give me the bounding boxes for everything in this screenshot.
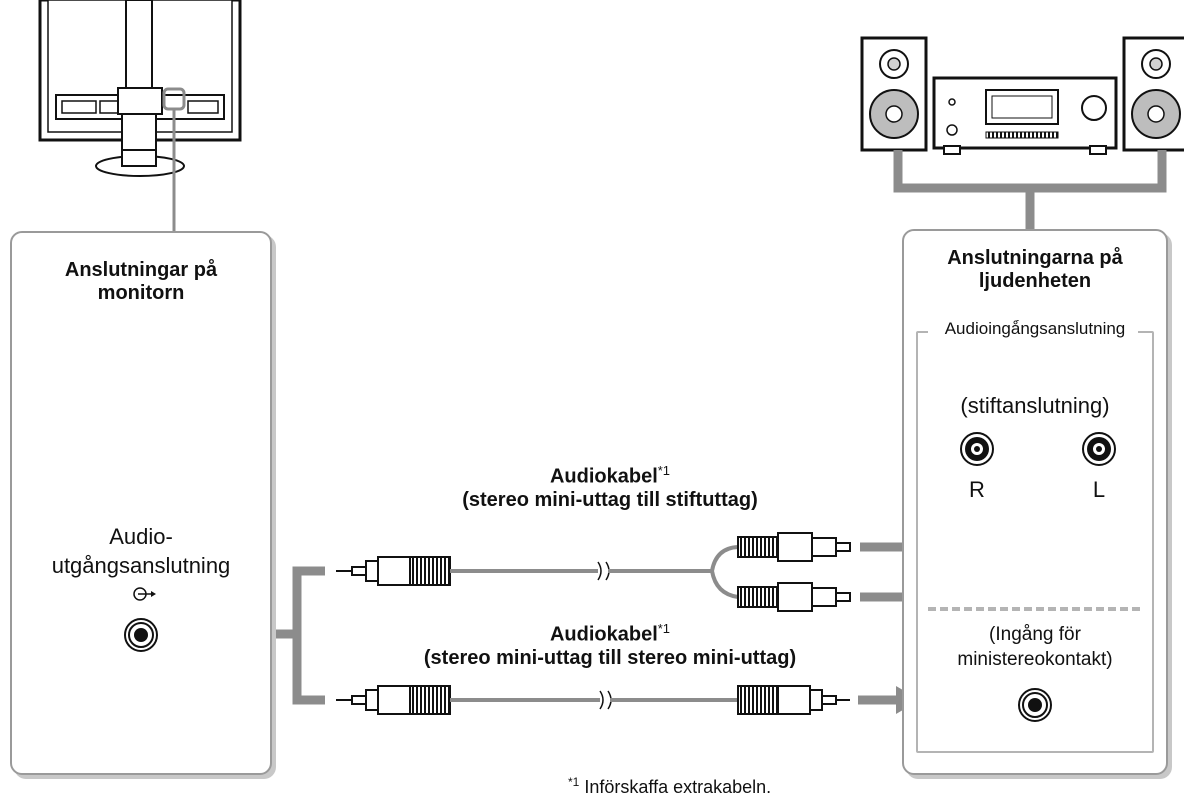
cable1-footnote-mark: *1 [657, 463, 671, 478]
cable1-label-line2: (stereo mini-uttag till stiftuttag) [462, 488, 758, 511]
rca-jack-r[interactable] [957, 429, 997, 469]
cable1-label: Audiokabel*1 (stereo mini-uttag till sti… [380, 463, 840, 512]
audio-input-group-label-backdrop [928, 321, 1138, 343]
audio-output-jack[interactable] [121, 615, 161, 655]
cable-mini-to-rca [336, 532, 851, 612]
audio-panel-title-line1: Anslutningarna på [947, 247, 1123, 269]
monitor-panel-title: Anslutningar på monitorn [12, 259, 270, 305]
cable2-footnote-mark: *1 [657, 621, 671, 636]
audio-equipment-illustration [860, 36, 1184, 236]
cable1-name: Audiokabel [549, 465, 658, 488]
cable2-label: Audiokabel*1 (stereo mini-uttag till ste… [330, 621, 890, 670]
mini-stereo-input-jack[interactable] [1015, 685, 1055, 725]
cable-mini-to-mini [336, 685, 850, 715]
pin-connector-label: (stiftanslutning) [960, 393, 1110, 418]
audio-output-label-line2: utgångsanslutning [51, 552, 231, 578]
footnote-mark: *1 [568, 775, 580, 789]
cable2-name: Audiokabel [549, 623, 658, 646]
cable1-label-line1: Audiokabel*1 [380, 463, 840, 489]
headphone-output-icon [133, 587, 156, 601]
cable2-label-line1: Audiokabel*1 [330, 621, 890, 647]
audio-input-group-label-text: Audioingångsanslutning [944, 319, 1126, 338]
mini-input-label-line1: (Ingång för [989, 624, 1081, 645]
footnote-text: Införskaffa extrakabeln. [584, 777, 772, 797]
channel-l-label: L [1092, 477, 1106, 502]
audio-output-label: Audio- utgångsanslutning [12, 523, 270, 580]
footnote: *1 Införskaffa extrakabeln. [568, 775, 772, 798]
cable2-label-line2: (stereo mini-uttag till stereo mini-utta… [423, 646, 797, 669]
monitor-back-illustration [38, 0, 242, 177]
monitor-panel-title-line1: Anslutningar på [64, 259, 218, 281]
monitor-panel-title-line2: monitorn [97, 282, 185, 304]
monitor-connections-panel: Anslutningar på monitorn Audio- utgångsa… [10, 231, 272, 775]
audio-panel-title-line2: ljudenheten [978, 270, 1092, 292]
mini-input-label-line2: ministereokontakt) [957, 648, 1113, 670]
rca-jack-l[interactable] [1079, 429, 1119, 469]
audio-device-connections-panel: Anslutningarna på ljudenheten Audioingån… [902, 229, 1168, 775]
input-divider [928, 607, 1140, 611]
audio-output-label-line1: Audio- [109, 524, 173, 549]
mini-input-label: (Ingång för ministereokontakt) [904, 623, 1166, 672]
audio-panel-title: Anslutningarna på ljudenheten [904, 247, 1166, 293]
channel-r-label: R [969, 477, 985, 502]
